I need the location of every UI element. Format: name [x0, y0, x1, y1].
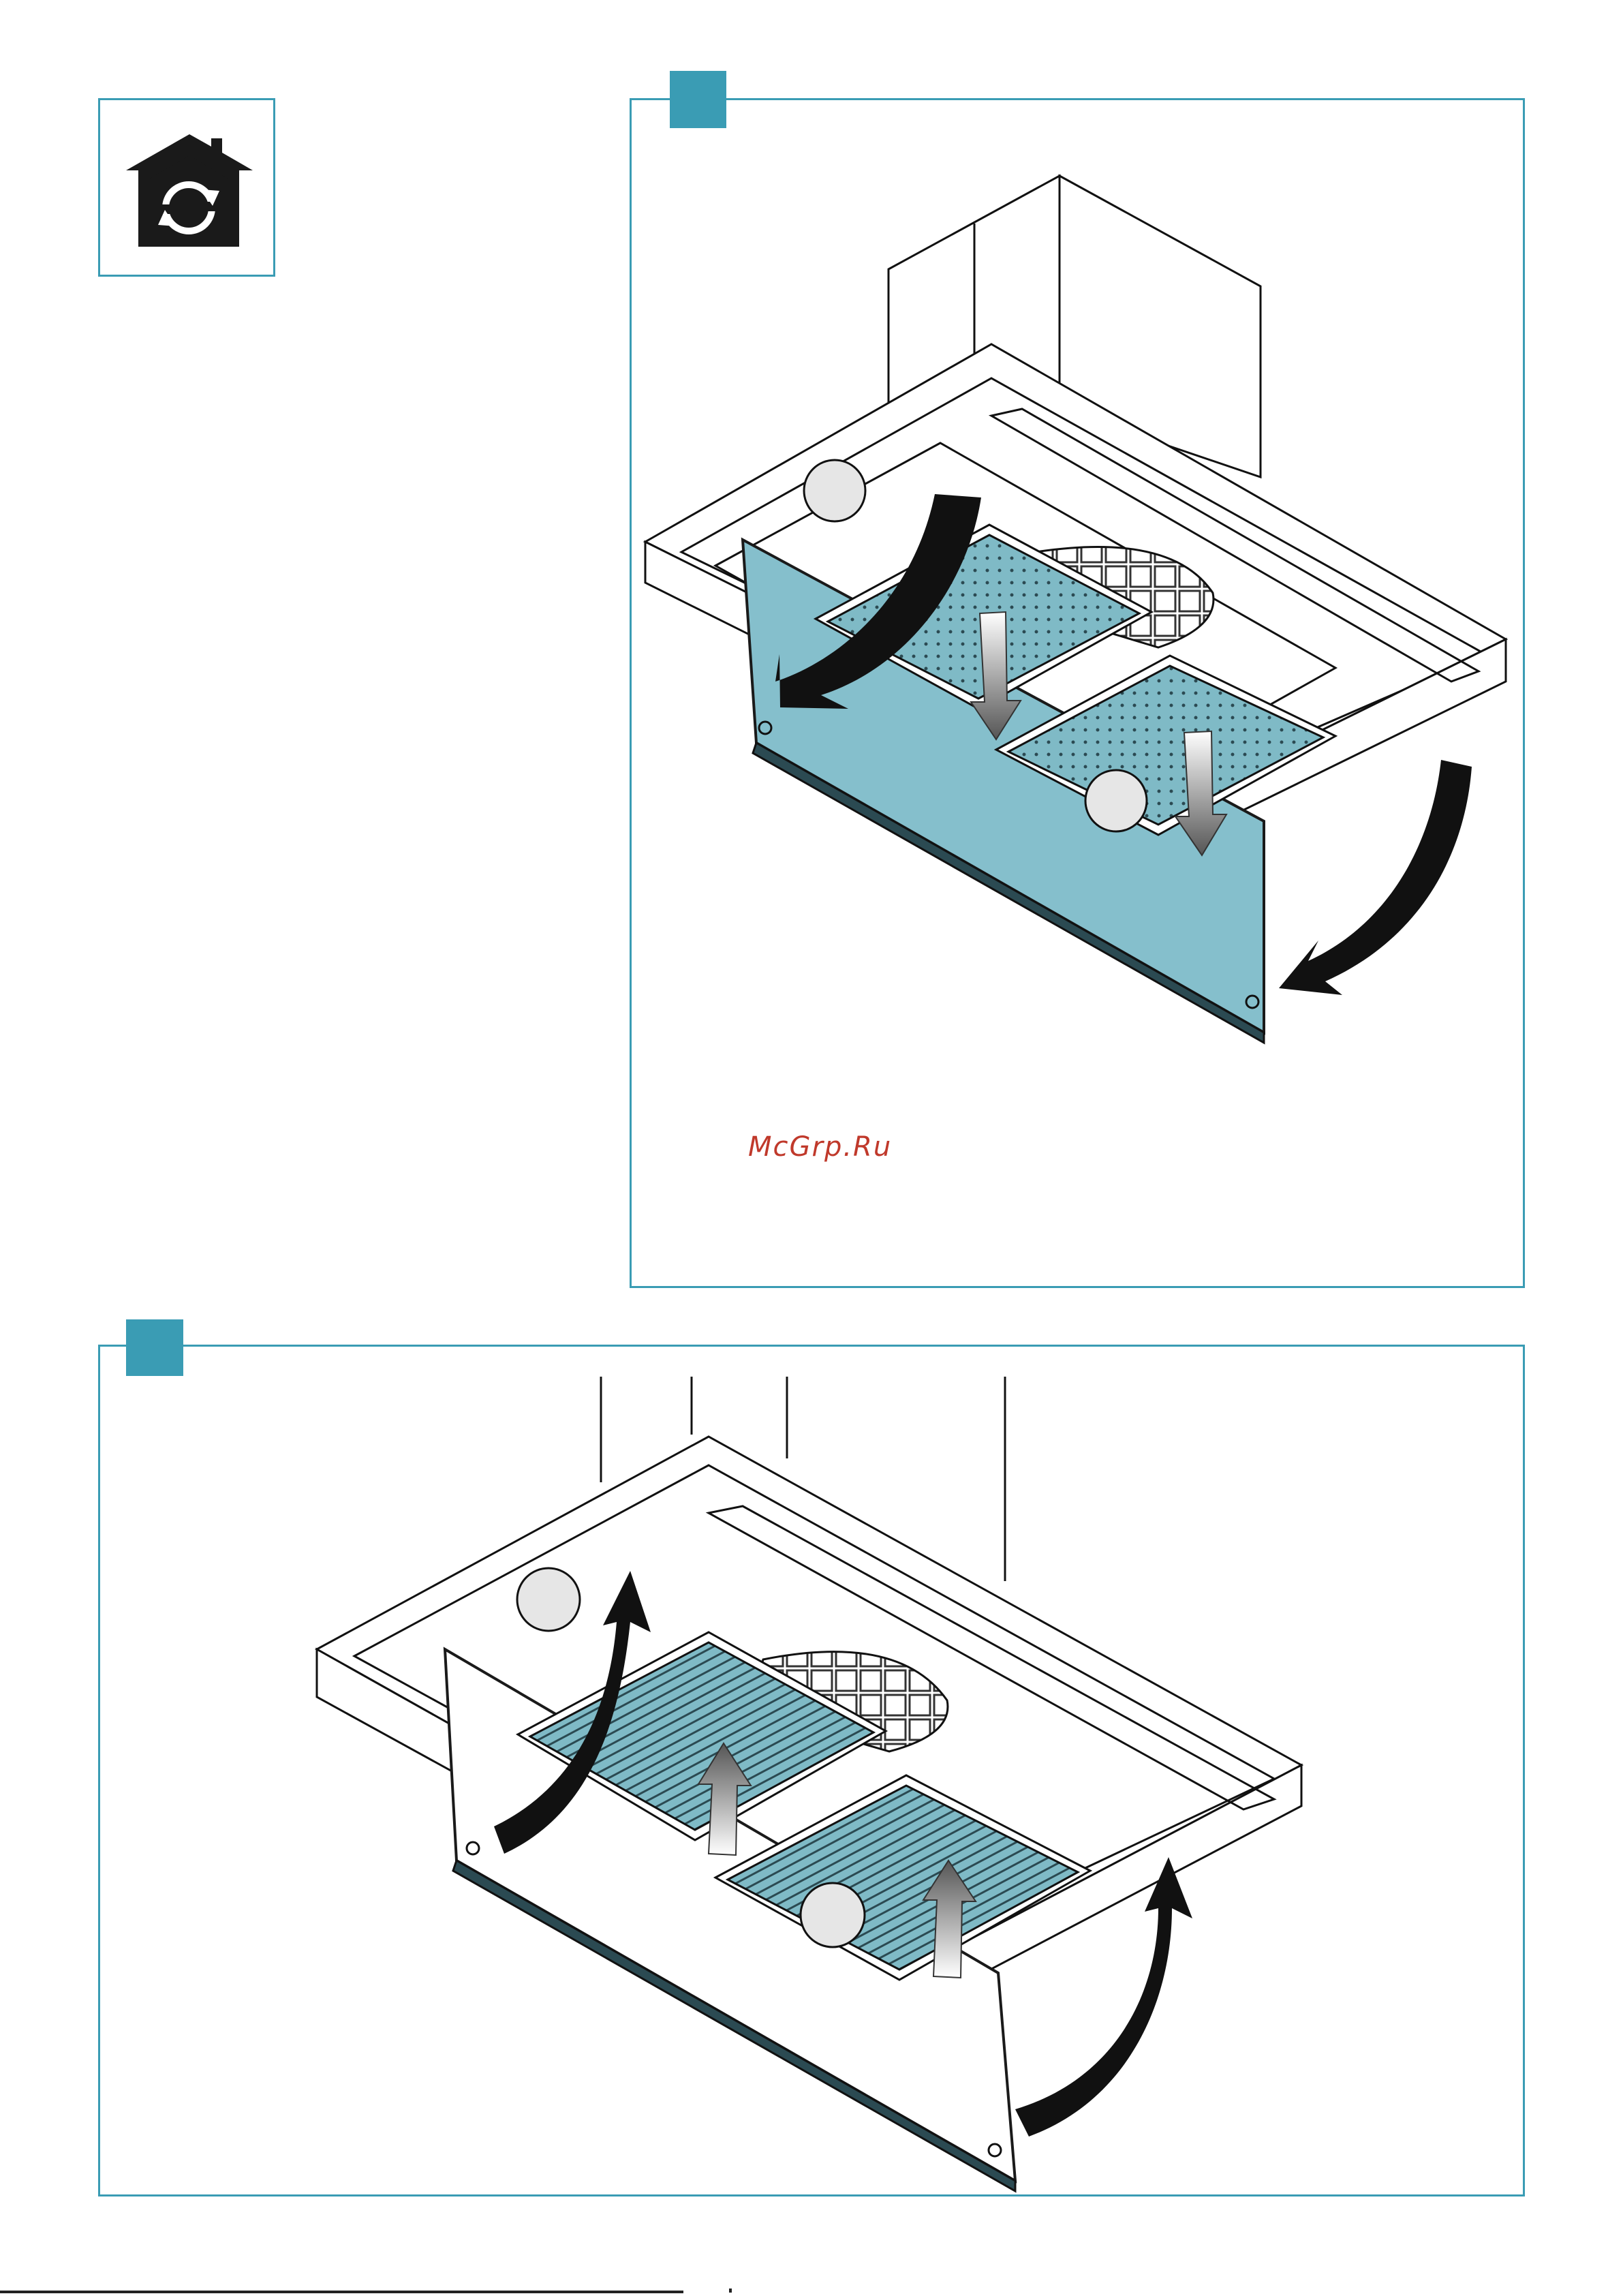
step-1-illustration: [645, 176, 1506, 1043]
footer-mark: [729, 2289, 732, 2293]
footer-rule: [0, 2291, 683, 2293]
step-2-illustration: [317, 1377, 1301, 2191]
watermark-text: McGrp.Ru: [748, 1131, 892, 1163]
